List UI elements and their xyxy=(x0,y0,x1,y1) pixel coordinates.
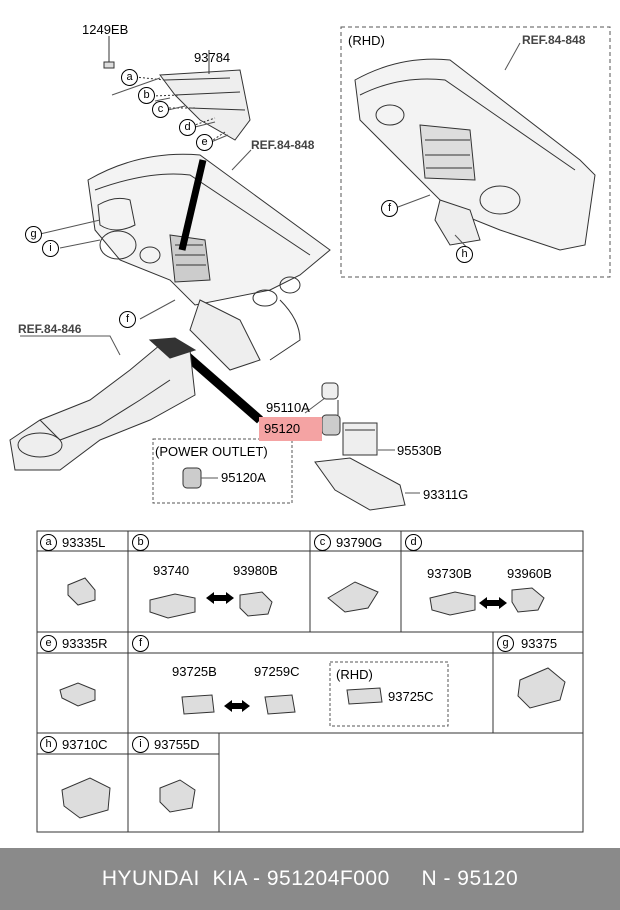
callout-95120: 95120 xyxy=(264,421,301,436)
footer-banner: HYUNDAI KIA - 951204F000 N - 95120 xyxy=(0,848,620,910)
marker-f-main: f xyxy=(119,311,136,328)
table-marker-a: a xyxy=(40,534,57,551)
rhd-label: (RHD) xyxy=(348,33,385,48)
marker-e: e xyxy=(196,134,213,151)
table-f-rhd: (RHD) xyxy=(336,667,373,682)
parts-diagram: 1249EB 93784 (RHD) REF.84-848 REF.84-848… xyxy=(9,22,611,833)
table-marker-f: f xyxy=(132,635,149,652)
table-c-code: 93790G xyxy=(336,535,383,550)
table-f-mid: 97259C xyxy=(254,664,300,679)
table-b-right: 93980B xyxy=(233,563,278,578)
table-b-left: 93740 xyxy=(153,563,190,578)
marker-a: a xyxy=(121,69,138,86)
marker-i: i xyxy=(42,240,59,257)
callout-95120a: 95120A xyxy=(221,470,266,485)
table-marker-c: c xyxy=(314,534,331,551)
table-f-rhd-code: 93725C xyxy=(388,689,434,704)
callout-1249eb: 1249EB xyxy=(82,22,129,37)
marker-f-rhd: f xyxy=(381,200,398,217)
table-i-code: 93755D xyxy=(154,737,200,752)
table-marker-g: g xyxy=(497,635,514,652)
rhd-dashboard-drawing xyxy=(354,58,596,251)
table-a-code: 93335L xyxy=(62,535,106,550)
callout-93311g: 93311G xyxy=(423,487,469,502)
marker-b: b xyxy=(138,87,155,104)
table-part-icons xyxy=(59,577,566,819)
power-parts-drawing xyxy=(314,382,406,511)
table-f-left: 93725B xyxy=(172,664,217,679)
table-h-code: 93710C xyxy=(62,737,108,752)
table-marker-h: h xyxy=(40,736,57,753)
ref-84-848-mid: REF.84-848 xyxy=(251,138,315,152)
power-outlet-label: (POWER OUTLET) xyxy=(155,444,268,459)
table-marker-b: b xyxy=(132,534,149,551)
dashboard-drawing xyxy=(87,153,331,371)
callout-95530b: 95530B xyxy=(397,443,442,458)
parts-table-grid xyxy=(36,530,584,833)
callout-95110a: 95110A xyxy=(266,400,310,415)
highlight-95120 xyxy=(259,417,322,441)
table-d-right: 93960B xyxy=(507,566,552,581)
ref-84-848-top: REF.84-848 xyxy=(522,33,586,47)
table-e-code: 93335R xyxy=(62,636,108,651)
console-drawing xyxy=(9,337,197,471)
marker-d: d xyxy=(179,119,196,136)
marker-g: g xyxy=(25,226,42,243)
table-marker-d: d xyxy=(405,534,422,551)
ref-84-846: REF.84-846 xyxy=(18,322,82,336)
table-d-left: 93730B xyxy=(427,566,472,581)
table-marker-i: i xyxy=(132,736,149,753)
bracket-93784-drawing xyxy=(103,36,251,143)
marker-c: c xyxy=(152,101,169,118)
marker-h-rhd: h xyxy=(456,246,473,263)
callout-93784: 93784 xyxy=(194,50,231,65)
rhd-dashed-box xyxy=(340,26,611,278)
footer-text: HYUNDAI KIA - 951204F000 N - 95120 xyxy=(101,867,519,890)
table-g-code: 93375 xyxy=(521,636,558,651)
diagram-drawing xyxy=(9,26,611,833)
table-marker-e: e xyxy=(40,635,57,652)
